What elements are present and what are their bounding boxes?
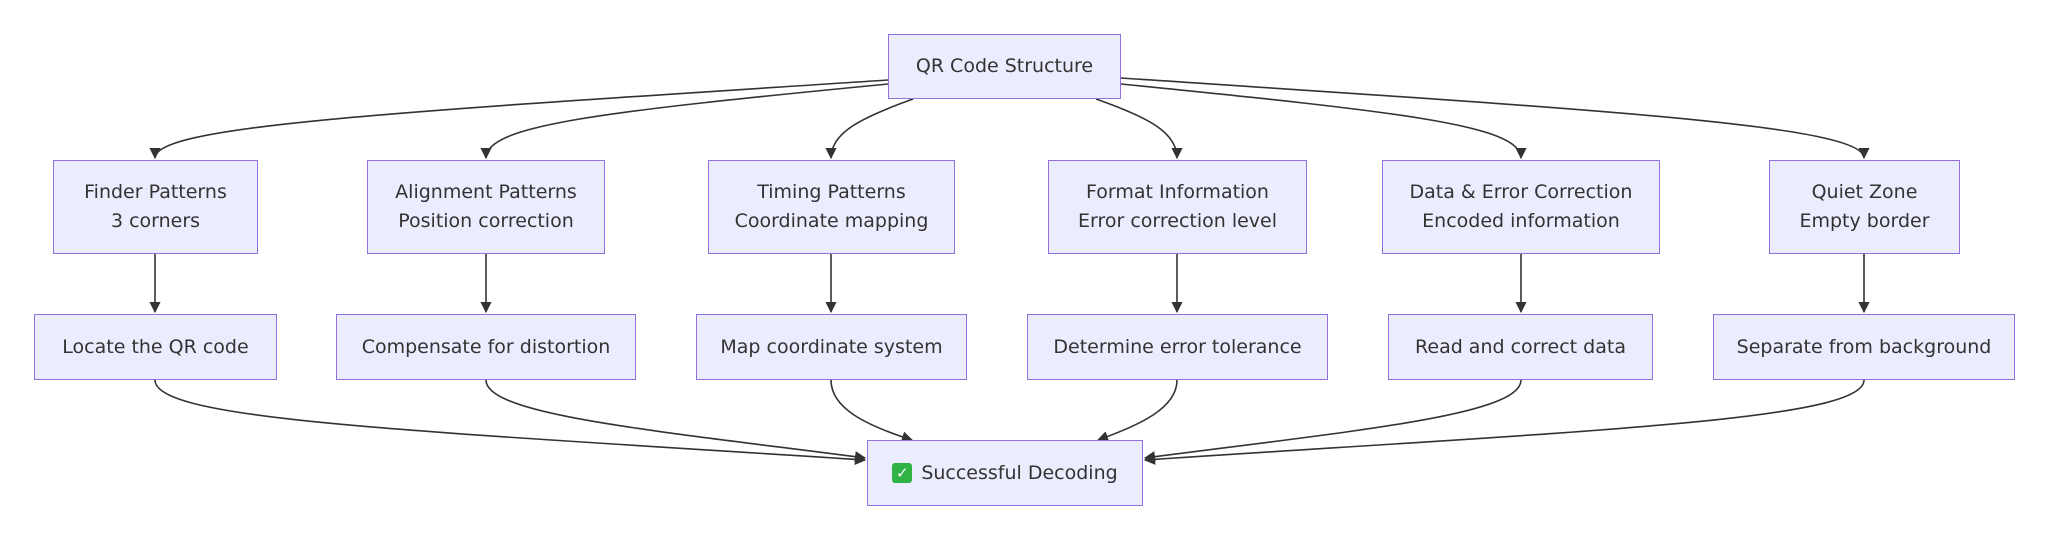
edge-map-to-result <box>830 379 914 443</box>
edge-compensate-to-result <box>485 379 867 463</box>
component-subtitle: Position correction <box>398 210 574 232</box>
component-node-data-error-correction: Data & Error Correction Encoded informat… <box>1382 160 1660 254</box>
component-node-quiet-zone: Quiet Zone Empty border <box>1769 160 1960 254</box>
edge-root-to-format <box>1095 98 1183 160</box>
action-label: Read and correct data <box>1415 335 1626 358</box>
check-mark-icon: ✓ <box>892 463 913 483</box>
component-subtitle: Coordinate mapping <box>734 210 929 232</box>
component-title: Format Information <box>1086 181 1269 203</box>
component-subtitle: 3 corners <box>110 210 201 232</box>
edge-root-to-finder <box>149 79 889 160</box>
action-label: Separate from background <box>1736 335 1992 358</box>
component-title: Data & Error Correction <box>1409 181 1633 203</box>
action-node-determine: Determine error tolerance <box>1027 314 1328 380</box>
component-subtitle: Empty border <box>1799 210 1930 232</box>
root-node: QR Code Structure <box>888 34 1121 99</box>
component-node-timing-patterns: Timing Patterns Coordinate mapping <box>708 160 955 254</box>
edge-locate-to-result <box>154 379 867 465</box>
component-title: Finder Patterns <box>84 181 227 203</box>
edge-root-to-quiet <box>1120 77 1870 160</box>
action-label: Determine error tolerance <box>1053 335 1302 358</box>
edge-read-to-result <box>1143 379 1522 463</box>
edge-determine-to-result <box>1096 379 1178 442</box>
edge-separate-to-result <box>1143 379 1865 465</box>
action-node-map: Map coordinate system <box>696 314 967 380</box>
component-subtitle: Encoded information <box>1422 210 1620 232</box>
result-line: ✓ Successful Decoding <box>892 459 1118 488</box>
component-title: Timing Patterns <box>757 181 906 203</box>
component-node-alignment-patterns: Alignment Patterns Position correction <box>367 160 605 254</box>
action-node-compensate: Compensate for distortion <box>336 314 636 380</box>
edge-root-to-data <box>1120 83 1527 160</box>
component-title: Alignment Patterns <box>395 181 577 203</box>
action-node-locate: Locate the QR code <box>34 314 277 380</box>
result-node: ✓ Successful Decoding <box>867 440 1143 506</box>
action-node-separate: Separate from background <box>1713 314 2015 380</box>
action-node-read: Read and correct data <box>1388 314 1653 380</box>
action-label: Compensate for distortion <box>361 335 611 358</box>
edge-root-to-alignment <box>480 83 889 160</box>
component-node-format-information: Format Information Error correction leve… <box>1048 160 1307 254</box>
root-node-label: QR Code Structure <box>915 55 1094 77</box>
edge-root-to-timing <box>825 98 914 160</box>
action-label: Locate the QR code <box>62 335 249 358</box>
action-label: Map coordinate system <box>720 335 943 358</box>
component-node-finder-patterns: Finder Patterns 3 corners <box>53 160 258 254</box>
component-subtitle: Error correction level <box>1077 210 1278 232</box>
component-title: Quiet Zone <box>1811 181 1918 203</box>
result-label: Successful Decoding <box>921 461 1118 484</box>
